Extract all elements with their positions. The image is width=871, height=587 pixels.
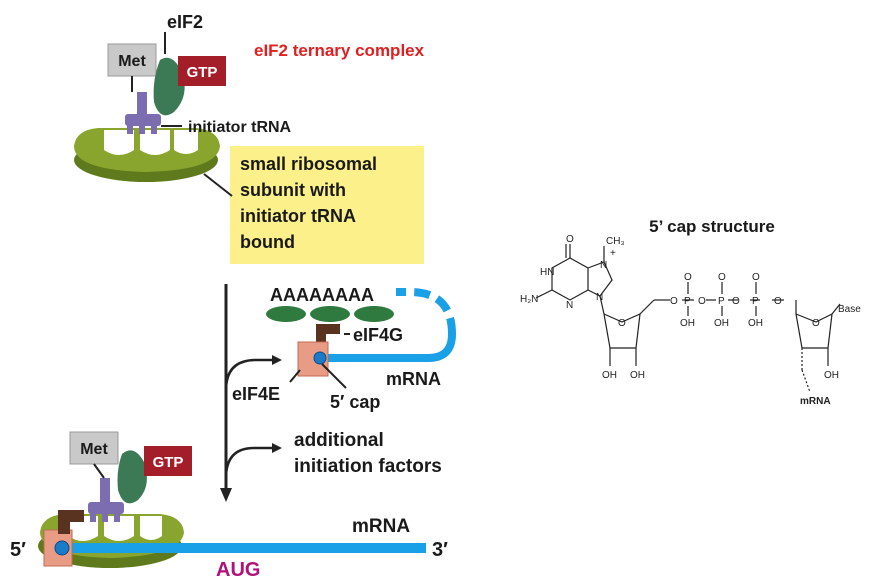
small-subunit-text: small ribosomal subunit with initiator t… [240,154,382,252]
mrna-label-bottom: mRNA [352,516,410,537]
additional-factors-line-2: initiation factors [294,456,442,477]
eif4e-label: eIF4E [232,384,280,404]
cap-dot-bottom [54,540,70,556]
atom-oh-2: OH [630,370,645,381]
aug-label: AUG [216,559,260,581]
atom-methyl: CH₃ [606,236,625,247]
atom-h2n: H₂N [520,294,538,305]
ternary-complex-label: eIF2 ternary complex [254,41,425,60]
atom-oh-p2: OH [714,318,729,329]
atom-o-bridge-1: O [670,296,678,307]
atom-o-p3: O [752,272,760,283]
atom-n-1: N [566,300,573,311]
gtp-box-bottom [144,446,192,476]
atom-base: Base [838,304,861,315]
pabp-2 [310,306,350,322]
cap-structure-title: 5’ cap structure [649,217,775,236]
met-label-bottom: Met [80,441,108,458]
atom-hn: HN [540,267,554,278]
small-ribosomal-subunit-top [74,128,220,182]
cap-dot-mid [313,351,327,365]
five-cap-label: 5′ cap [330,392,380,412]
gtp-box-top [178,56,226,86]
eif4g-label: eIF4G [353,325,403,345]
gtp-label-top: GTP [187,64,218,81]
additional-factors-text: additional initiation factors [294,430,442,477]
three-prime-label: 3′ [432,539,448,561]
atom-o-p2: O [718,272,726,283]
atom-oh-3: OH [824,370,839,381]
additional-factors-line-1: additional [294,430,384,451]
small-subunit-line-1: small ribosomal [240,154,377,174]
atom-o-bridge-3: O [732,296,740,307]
callout-pointer [203,173,233,197]
atom-oh-p1: OH [680,318,695,329]
small-subunit-line-3: initiator tRNA [240,206,356,226]
eif2-protein-top [153,57,185,116]
atom-p-1: P [684,296,691,307]
five-prime-label: 5′ [10,539,26,561]
atom-oh-1: OH [602,370,617,381]
pabp-3 [354,306,394,322]
pabp-1 [266,306,306,322]
met-label-top: Met [118,53,146,70]
eif2-label: eIF2 [167,12,203,32]
bottom-assembly: Met GTP 5′ mRNA 3′ AUG [10,431,448,581]
small-subunit-callout [230,146,424,264]
atom-oh-p3: OH [748,318,763,329]
met-box-bottom [69,431,119,465]
poly-a-tail: AAAAAAAA [270,285,374,305]
small-subunit-line-4: bound [240,232,295,252]
mrna-loop-solid [320,333,456,362]
initiator-trna-top [125,92,182,134]
atom-p-3: P [752,296,759,307]
atom-ring-o-2: O [812,318,820,329]
initiator-trna-bottom [88,502,124,514]
gtp-label-bottom: GTP [153,454,184,471]
initiator-trna-label: initiator tRNA [188,119,292,136]
atom-ring-o-1: O [618,318,626,329]
atom-mrna: mRNA [800,396,831,407]
atom-o-p1: O [684,272,692,283]
eif2-protein-bottom [117,450,147,504]
mrna-loop-dashed [396,288,456,335]
middle-assembly: AAAAAAAA eIF4G eIF4E 5′ cap mRNA additio… [220,284,456,502]
atom-o-bridge-2: O [698,296,706,307]
cap-atoms: O HN H₂N N N N + CH₃ O OH OH O P O OH O … [520,234,861,407]
mrna-label-mid: mRNA [386,369,441,389]
eif4g-bottom [58,510,84,534]
atom-n-9: N [596,292,603,303]
top-assembly: Met eIF2 GTP eIF2 ternary complex initia… [74,12,425,264]
small-subunit-line-2: subunit with [240,180,346,200]
cap-structure: 5’ cap structure [520,217,861,407]
atom-p-2: P [718,296,725,307]
cap-bonds [535,244,841,393]
atom-positive-charge: + [610,248,616,259]
atom-n7-methyl: N [600,260,607,271]
atom-o-bridge-4: O [774,296,782,307]
atom-o-carbonyl: O [566,234,574,245]
